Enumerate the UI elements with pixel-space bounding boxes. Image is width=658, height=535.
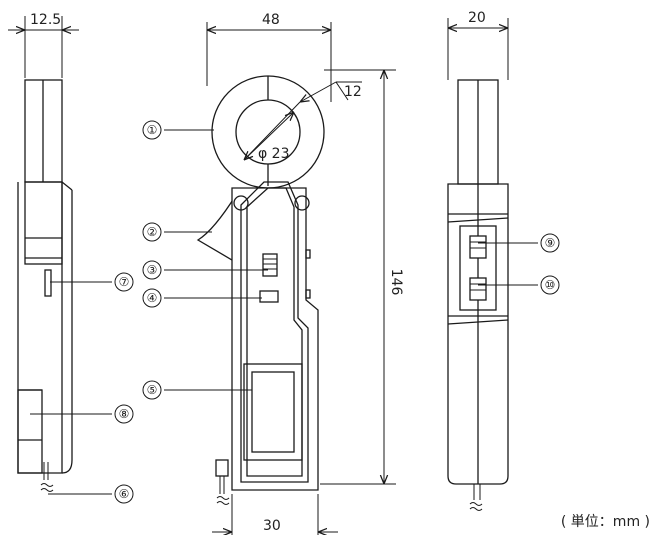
- callout-10: ⑩: [540, 275, 560, 295]
- callout-5: ⑤: [142, 380, 162, 400]
- side-view: [8, 16, 79, 492]
- dim-total-length: 146: [388, 269, 404, 296]
- dim-side-width: 12.5: [30, 12, 61, 28]
- callout-2: ②: [142, 222, 162, 242]
- svg-text:⑦: ⑦: [119, 275, 130, 289]
- svg-text:③: ③: [147, 263, 158, 277]
- leader-lines: [30, 129, 538, 495]
- back-view: [447, 79, 509, 511]
- svg-text:⑤: ⑤: [147, 383, 158, 397]
- callout-3: ③: [142, 260, 162, 280]
- callout-1: ①: [142, 120, 162, 140]
- svg-text:④: ④: [147, 291, 158, 305]
- callout-4: ④: [142, 288, 162, 308]
- dim-back-width: 20: [468, 10, 486, 26]
- svg-text:⑥: ⑥: [119, 487, 130, 501]
- unit-note: ( 単位：mm ): [560, 514, 650, 530]
- svg-text:⑩: ⑩: [545, 278, 556, 292]
- svg-text:⑨: ⑨: [545, 236, 556, 250]
- dim-body-width: 30: [263, 518, 281, 534]
- svg-text:②: ②: [147, 225, 158, 239]
- front-view: [196, 75, 325, 505]
- callout-6: ⑥: [114, 484, 134, 504]
- callout-7: ⑦: [114, 272, 134, 292]
- dim-clamp-width: 48: [262, 12, 280, 28]
- callout-9: ⑨: [540, 233, 560, 253]
- dim-core-thickness: 12: [344, 84, 362, 100]
- dim-core-diameter: φ 23: [258, 146, 290, 162]
- svg-text:①: ①: [147, 123, 158, 137]
- svg-text:⑧: ⑧: [119, 407, 130, 421]
- callout-8: ⑧: [114, 404, 134, 424]
